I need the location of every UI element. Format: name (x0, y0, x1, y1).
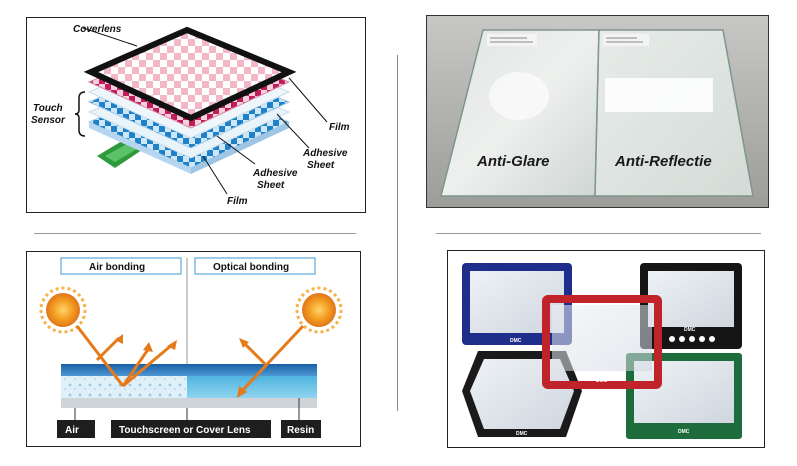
label-resin: Resin (287, 425, 314, 436)
optical-resin (187, 376, 317, 398)
red-cover-lens (542, 295, 662, 389)
sun-left (39, 286, 87, 334)
label-adhesive-right-2: Sheet (307, 160, 335, 171)
label-optical-bonding: Optical bonding (213, 262, 289, 273)
label-touch: Touch (33, 103, 63, 114)
brand-hex: DMC (516, 431, 528, 437)
center-divider (397, 55, 398, 411)
label-air-bonding: Air bonding (89, 262, 145, 273)
touch-stack-diagram: Coverlens Touch Sensor Film Adhesive She… (31, 24, 350, 207)
air-bonding-header (60, 257, 182, 275)
bonding-diagram: Air bonding Optical bonding (39, 257, 343, 438)
label-touchscreen: Touchscreen or Cover Lens (119, 425, 251, 436)
air-arrow-heads (115, 334, 177, 352)
glass-photo-panel: Anti-Glare Anti-Reflectie (426, 15, 769, 208)
bonding-panel: Air bonding Optical bonding (26, 251, 361, 447)
air-reflection-arrows (75, 325, 174, 388)
cover-lenses-panel: DMC DMC DMC DMC DMC (447, 250, 765, 448)
label-sensor: Sensor (31, 115, 66, 126)
brand-red: DMC (596, 378, 608, 384)
air-panel (61, 398, 187, 408)
touch-sensor-brace (74, 91, 86, 137)
optical-arrows (239, 324, 305, 394)
label-coverlens: Coverlens (73, 24, 122, 35)
optical-arrow-heads (237, 338, 249, 398)
optical-cover-lens (187, 364, 317, 376)
brand-green: DMC (678, 429, 690, 435)
glare-highlight (489, 72, 549, 120)
left-divider (34, 233, 356, 234)
glass-photo: Anti-Glare Anti-Reflectie (427, 16, 768, 207)
cover-lens (83, 26, 297, 122)
label-air: Air (65, 425, 79, 436)
sun-right (295, 286, 343, 334)
air-tag (57, 420, 95, 438)
reflection-highlight (605, 78, 713, 112)
cover-lenses-collage: DMC DMC DMC DMC DMC (462, 263, 742, 439)
sticker-left (487, 34, 537, 46)
button-dots (669, 336, 715, 342)
label-anti-reflectie: Anti-Reflectie (614, 153, 712, 170)
right-divider (436, 233, 761, 234)
brand-blue: DMC (510, 338, 522, 344)
touch-stack-panel: Coverlens Touch Sensor Film Adhesive She… (26, 17, 366, 213)
sticker-right (603, 34, 649, 46)
label-adhesive-left-1: Adhesive (252, 168, 298, 179)
touchscreen-tag (111, 420, 271, 438)
layer-bottom-edge-r (191, 122, 289, 174)
resin-tag (281, 420, 321, 438)
optical-panel (187, 398, 317, 408)
label-film-bottom: Film (227, 196, 248, 207)
optical-bonding-header (194, 257, 316, 275)
layer-bottom-edge (89, 122, 191, 174)
label-adhesive-left-2: Sheet (257, 180, 285, 191)
brand-black: DMC (684, 327, 696, 333)
anti-reflectie-plate (594, 29, 754, 197)
label-anti-glare: Anti-Glare (476, 153, 550, 170)
label-adhesive-right-1: Adhesive (302, 148, 348, 159)
flex-cable-inner (105, 144, 137, 162)
label-film-top: Film (329, 122, 350, 133)
air-cover-lens (61, 364, 187, 376)
